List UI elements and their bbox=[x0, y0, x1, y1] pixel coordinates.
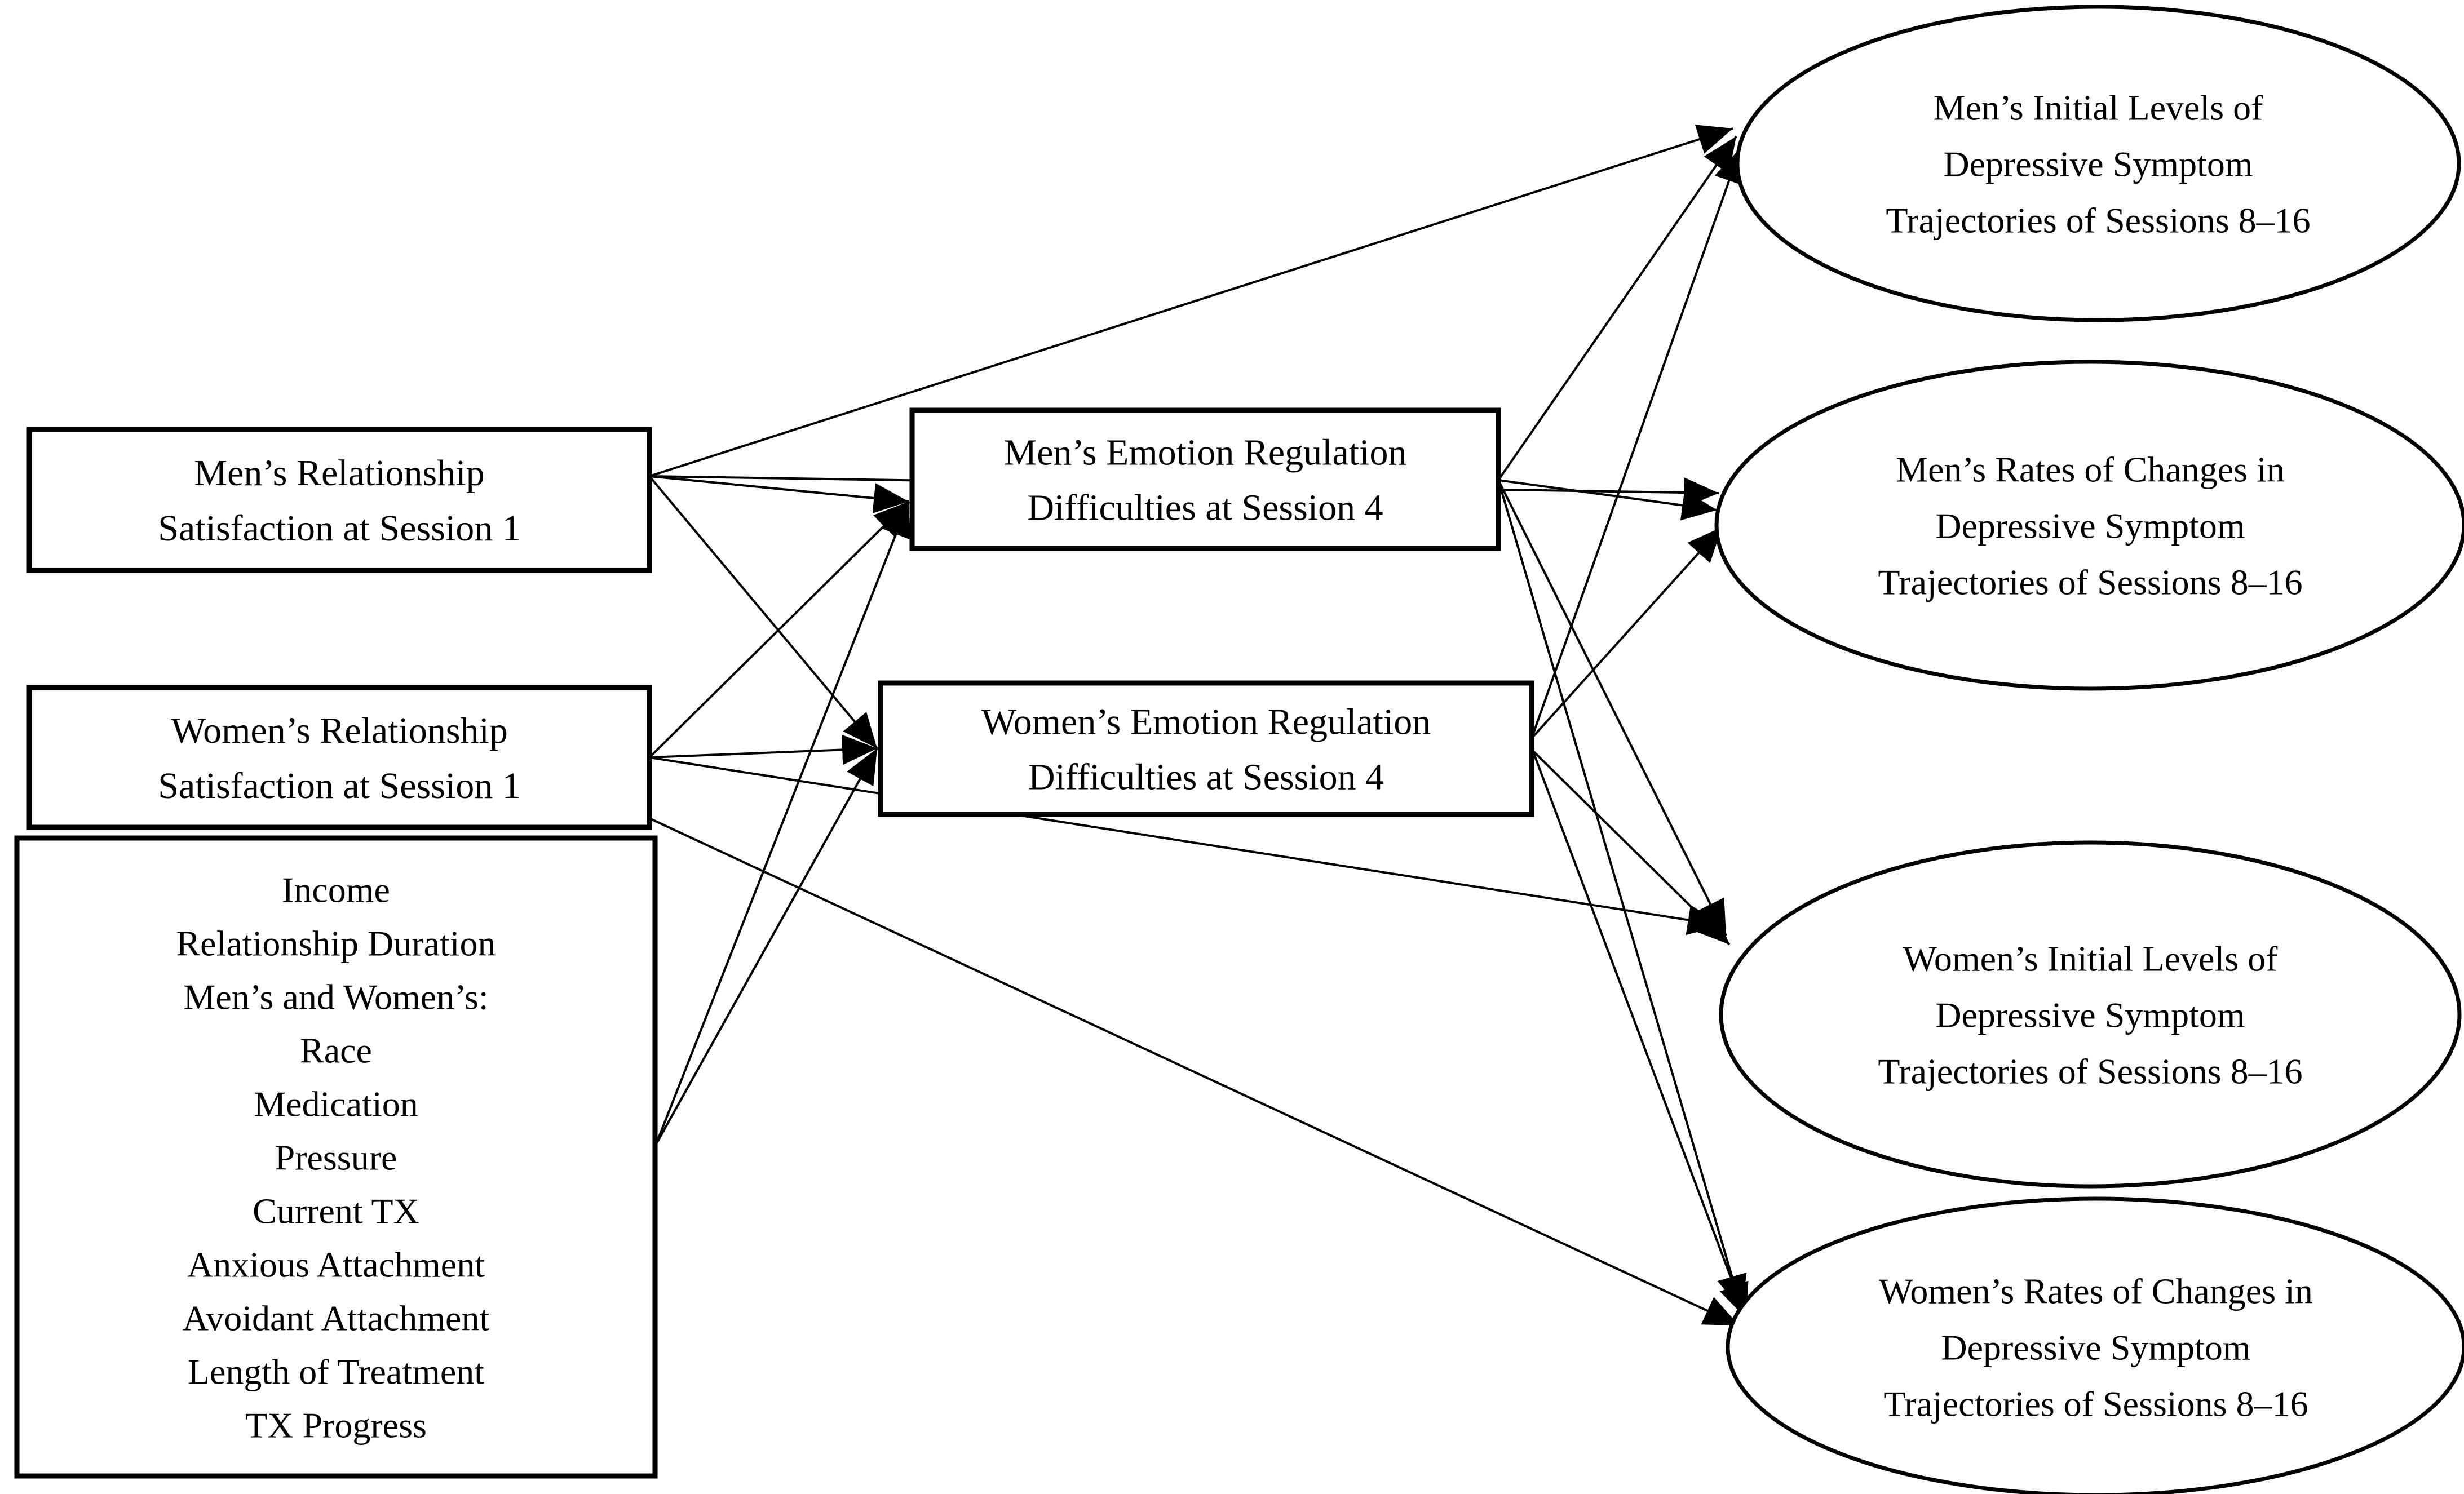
women-relationship-satisfaction-box bbox=[26, 685, 652, 830]
covariates-label-line: Avoidant Attachment bbox=[183, 1298, 490, 1338]
covariates-label-line: Income bbox=[282, 870, 390, 910]
arrow-women-emotion-regulation-to-women-initial-levels bbox=[1532, 750, 1731, 946]
arrow-women-relationship-satisfaction-to-women-emotion-regulation bbox=[649, 734, 878, 765]
arrow-women-emotion-regulation-to-men-initial-levels bbox=[1530, 147, 1744, 739]
covariates-label-line: Current TX bbox=[253, 1191, 419, 1231]
covariates-label-line: TX Progress bbox=[245, 1405, 427, 1445]
arrow-women-emotion-regulation-to-men-rates-of-changes bbox=[1530, 526, 1723, 739]
women-initial-levels-label-line: Depressive Symptom bbox=[1935, 995, 2245, 1035]
node-men-initial-levels: Men’s Initial Levels of Depressive Sympto… bbox=[1735, 5, 2461, 322]
men-initial-levels-label-line: Trajectories of Sessions 8–16 bbox=[1886, 200, 2310, 240]
men-emotion-regulation-label-line: Men’s Emotion Regulation bbox=[1004, 432, 1407, 473]
arrow-men-relationship-satisfaction-to-men-emotion-regulation bbox=[649, 475, 909, 513]
node-men-rates-of-changes: Men’s Rates of Changes in Depressive Symp… bbox=[1714, 360, 2464, 691]
arrow-women-emotion-regulation-to-women-rates-of-changes bbox=[1532, 750, 1749, 1319]
covariates-label-line: Race bbox=[300, 1030, 372, 1070]
women-emotion-regulation-label-line: Difficulties at Session 4 bbox=[1028, 757, 1384, 798]
men-relationship-satisfaction-box bbox=[26, 427, 652, 573]
covariates-label-line: Anxious Attachment bbox=[187, 1244, 485, 1284]
covariates-label-line: Pressure bbox=[275, 1137, 397, 1177]
men-rates-of-changes-ellipse bbox=[1714, 360, 2464, 691]
men-initial-levels-label-line: Depressive Symptom bbox=[1943, 144, 2253, 184]
node-women-rates-of-changes: Women’s Rates of Changes in Depressive Sy… bbox=[1726, 1196, 2464, 1494]
arrow-women-relationship-satisfaction-to-men-emotion-regulation bbox=[648, 500, 910, 759]
edges-layer bbox=[648, 125, 1749, 1327]
arrow-covariates-to-women-emotion-regulation bbox=[655, 748, 878, 1145]
covariates-label-line: Medication bbox=[254, 1084, 418, 1124]
men-rates-of-changes-label-line: Depressive Symptom bbox=[1935, 506, 2245, 546]
women-rates-of-changes-ellipse bbox=[1726, 1196, 2464, 1494]
arrow-men-relationship-satisfaction-to-women-emotion-regulation bbox=[648, 475, 878, 750]
men-relationship-satisfaction-label-line: Men’s Relationship bbox=[194, 453, 484, 494]
arrow-women-relationship-satisfaction-to-women-rates-of-changes bbox=[649, 817, 1740, 1327]
women-relationship-satisfaction-label-line: Satisfaction at Session 1 bbox=[158, 765, 520, 806]
women-relationship-satisfaction-label-line: Women’s Relationship bbox=[171, 710, 508, 751]
men-emotion-regulation-box bbox=[909, 407, 1501, 551]
arrow-men-emotion-regulation-to-women-rates-of-changes bbox=[1497, 480, 1747, 1311]
women-emotion-regulation-label-line: Women’s Emotion Regulation bbox=[981, 702, 1431, 743]
men-rates-of-changes-label-line: Men’s Rates of Changes in bbox=[1896, 449, 2285, 489]
women-emotion-regulation-box bbox=[878, 680, 1534, 817]
arrow-covariates-to-men-emotion-regulation bbox=[655, 501, 910, 1145]
node-women-initial-levels: Women’s Initial Levels of Depressive Symp… bbox=[1719, 840, 2462, 1189]
covariates-label-line: Length of Treatment bbox=[188, 1351, 484, 1391]
men-initial-levels-label-line: Men’s Initial Levels of bbox=[1934, 87, 2263, 127]
men-rates-of-changes-label-line: Trajectories of Sessions 8–16 bbox=[1878, 562, 2302, 602]
women-initial-levels-ellipse bbox=[1719, 840, 2462, 1189]
covariates-box bbox=[14, 835, 658, 1479]
arrow-men-emotion-regulation-to-men-initial-levels bbox=[1497, 135, 1737, 481]
arrow-men-emotion-regulation-to-women-initial-levels bbox=[1497, 480, 1727, 936]
women-initial-levels-label-line: Trajectories of Sessions 8–16 bbox=[1878, 1051, 2302, 1091]
women-rates-of-changes-label-line: Trajectories of Sessions 8–16 bbox=[1883, 1384, 2308, 1424]
covariates-label-line: Relationship Duration bbox=[176, 923, 496, 963]
arrow-men-relationship-satisfaction-to-men-initial-levels bbox=[649, 125, 1733, 477]
men-initial-levels-ellipse bbox=[1735, 5, 2461, 322]
women-initial-levels-label-line: Women’s Initial Levels of bbox=[1903, 938, 2279, 978]
arrow-women-relationship-satisfaction-to-women-initial-levels bbox=[649, 756, 1723, 936]
arrow-men-emotion-regulation-to-men-rates-of-changes bbox=[1498, 479, 1718, 521]
covariates-label-line: Men’s and Women’s: bbox=[183, 977, 488, 1017]
women-rates-of-changes-label-line: Women’s Rates of Changes in bbox=[1879, 1271, 2313, 1311]
men-emotion-regulation-label-line: Difficulties at Session 4 bbox=[1027, 487, 1383, 529]
men-relationship-satisfaction-label-line: Satisfaction at Session 1 bbox=[158, 508, 520, 549]
women-rates-of-changes-label-line: Depressive Symptom bbox=[1941, 1327, 2250, 1367]
